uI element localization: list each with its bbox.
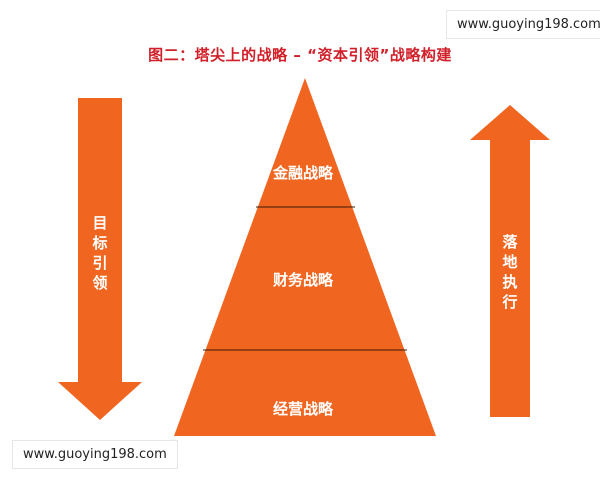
arrow-shape — [470, 105, 550, 417]
watermark-bottom: www.guoying198.com — [12, 440, 178, 469]
pyramid-shape — [174, 78, 436, 436]
arrow-shape — [58, 98, 142, 420]
left-arrow-down: 目 标 引 领 — [58, 98, 142, 420]
right-arrow-char-3: 执 — [502, 273, 517, 291]
right-arrow-up: 落 地 执 行 — [470, 105, 550, 417]
left-arrow-char-2: 标 — [91, 234, 107, 252]
right-arrow-char-2: 地 — [502, 253, 517, 271]
pyramid-level-financial: 财务战略 — [273, 271, 334, 289]
left-arrow-char-1: 目 — [92, 214, 107, 232]
left-arrow-char-4: 领 — [91, 274, 107, 292]
left-arrow-char-3: 引 — [92, 254, 107, 272]
pyramid: 金融战略 财务战略 经营战略 — [174, 78, 436, 436]
right-arrow-char-1: 落 — [502, 233, 518, 251]
right-arrow-char-4: 行 — [501, 293, 517, 311]
pyramid-level-operation: 经营战略 — [273, 400, 334, 418]
pyramid-level-finance: 金融战略 — [272, 164, 334, 182]
diagram-title: 图二：塔尖上的战略 – “资本引领”战略构建 — [148, 46, 452, 64]
watermark-top: www.guoying198.com — [446, 10, 600, 39]
